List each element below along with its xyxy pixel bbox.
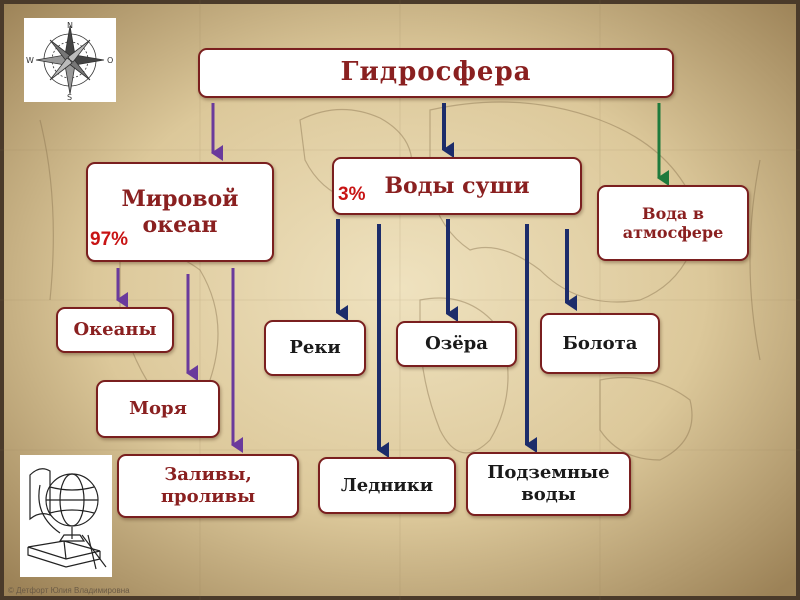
node-atmosphere-water: Вода в атмосфере bbox=[597, 185, 749, 261]
compass-n-label: N bbox=[67, 21, 73, 30]
node-lakes: Озёра bbox=[396, 321, 517, 367]
node-seas: Моря bbox=[96, 380, 220, 438]
node-glaciers: Ледники bbox=[318, 457, 456, 514]
compass-s-label: S bbox=[67, 93, 72, 102]
compass-e-label: O bbox=[107, 56, 113, 65]
globe-books-icon bbox=[20, 455, 112, 577]
node-rivers: Реки bbox=[264, 320, 366, 376]
node-world-ocean: Мировой океан bbox=[86, 162, 274, 262]
node-oceans: Океаны bbox=[56, 307, 174, 353]
author-credit: © Детфорт Юлия Владимировна bbox=[8, 586, 130, 595]
node-land-waters: Воды суши bbox=[332, 157, 582, 215]
compass-w-label: W bbox=[26, 56, 34, 65]
node-bays: Заливы, проливы bbox=[117, 454, 299, 518]
node-groundwater: Подземные воды bbox=[466, 452, 631, 516]
compass-rose-icon: N S W O bbox=[24, 18, 116, 102]
percent-land-label: 3% bbox=[338, 184, 366, 205]
percent-ocean-label: 97% bbox=[90, 229, 129, 250]
title-box: Гидросфера bbox=[198, 48, 674, 98]
node-swamps: Болота bbox=[540, 313, 660, 374]
